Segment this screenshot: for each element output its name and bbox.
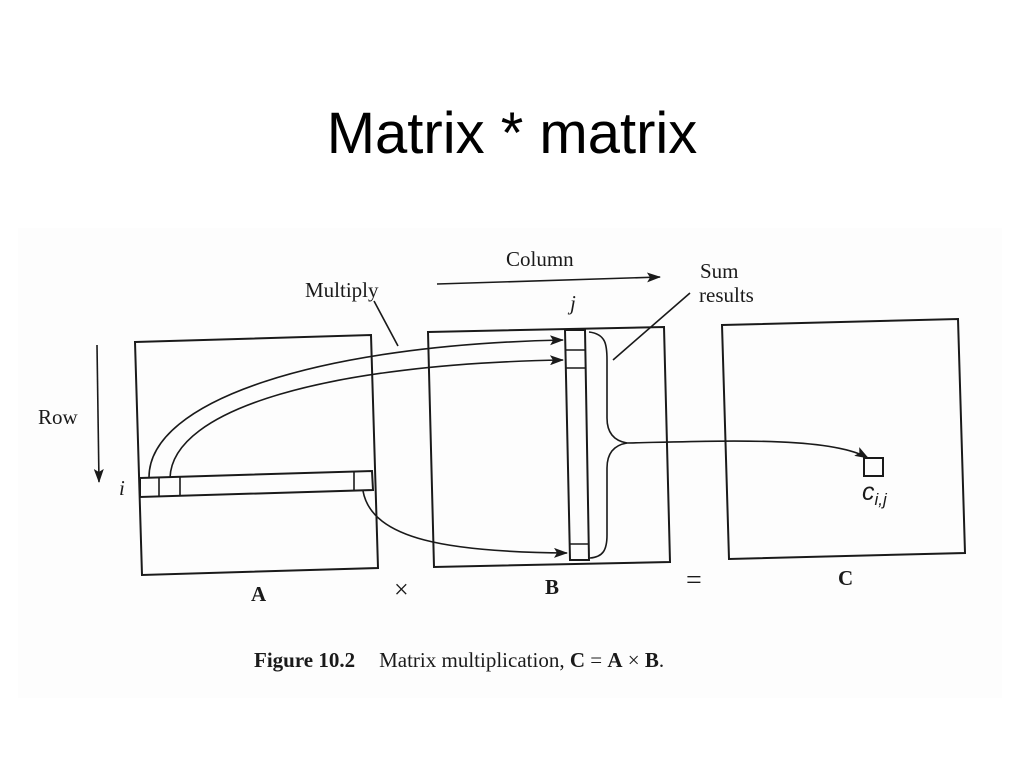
- results-label: results: [699, 283, 754, 307]
- c-ij-cell: [863, 457, 884, 477]
- figure-panel: [18, 228, 1002, 698]
- sum-leader-line: [612, 292, 691, 361]
- equals-symbol: =: [686, 565, 702, 596]
- matrix-b-column-strip: [563, 329, 591, 561]
- caption-b: B: [645, 648, 659, 672]
- caption-figure-number: Figure 10.2: [254, 648, 355, 672]
- c-ij-subscript: i,j: [875, 490, 889, 509]
- slide-title: Matrix * matrix: [326, 101, 698, 166]
- column-direction-arrow: [436, 272, 661, 285]
- caption-a: A: [607, 648, 623, 672]
- c-ij-main: c: [862, 478, 875, 506]
- matrix-b-box: [426, 325, 672, 569]
- matrix-a-row-strip: [139, 469, 375, 499]
- row-direction-arrow: [93, 344, 104, 483]
- caption-c: C: [570, 648, 585, 672]
- caption-text: Matrix multiplication,: [379, 648, 570, 672]
- multiply-arrow-lower: [362, 490, 568, 558]
- caption-x: ×: [623, 648, 645, 672]
- sum-label: Sum: [700, 259, 739, 283]
- matrix-c-box: [720, 317, 967, 561]
- matrix-a-label: A: [251, 582, 267, 606]
- multiply-leader-line: [373, 300, 399, 347]
- caption-eq: =: [585, 648, 607, 672]
- row-index-i: i: [119, 476, 125, 500]
- multiply-arrow-outer: [148, 335, 564, 479]
- row-label: Row: [38, 405, 79, 429]
- column-label: Column: [506, 247, 574, 271]
- times-symbol: ×: [394, 575, 409, 604]
- multiply-label: Multiply: [305, 278, 379, 302]
- matrix-c-label: C: [838, 566, 853, 590]
- column-index-j: j: [567, 291, 576, 315]
- caption-end: .: [659, 648, 664, 672]
- multiply-arrow-inner: [169, 355, 564, 479]
- sum-bracket: [588, 331, 628, 559]
- matrix-a-box: [133, 333, 380, 577]
- matrix-b-label: B: [545, 575, 559, 599]
- sum-result-arrow: [625, 440, 869, 459]
- c-ij-label: ci,j: [862, 478, 888, 509]
